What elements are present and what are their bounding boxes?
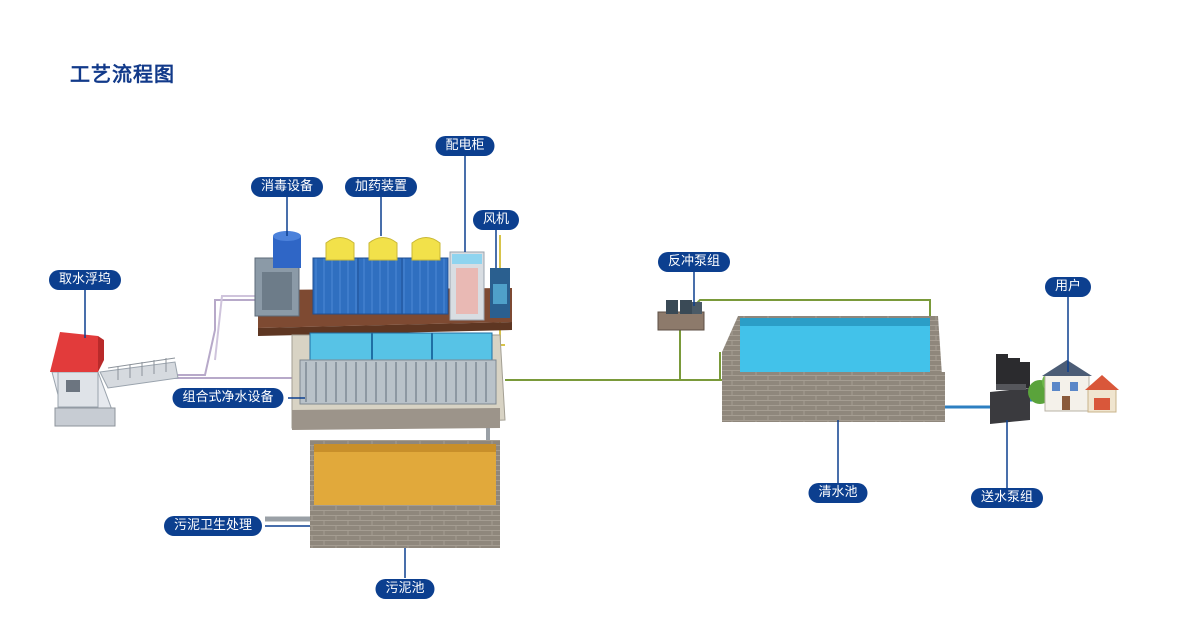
dosing-units [312, 237, 449, 315]
label-blower: 风机 [472, 210, 520, 230]
blower-unit [490, 268, 510, 318]
label-dosing-equipment: 加药装置 [344, 177, 418, 197]
purification-unit [291, 332, 506, 430]
page-title: 工艺流程图 [70, 62, 175, 86]
user-houses [1028, 360, 1119, 413]
delivery-pumps [990, 354, 1030, 424]
label-intake-pontoon: 取水浮坞 [48, 270, 122, 290]
label-backwash-pumps: 反冲泵组 [657, 252, 731, 272]
intake-pontoon [50, 332, 179, 427]
label-sludge-pool: 污泥池 [375, 579, 435, 599]
label-users: 用户 [1044, 277, 1092, 297]
label-delivery-pumps: 送水泵组 [970, 488, 1044, 508]
disinfection-unit [254, 231, 301, 317]
backwash-pumps [657, 300, 705, 331]
label-purification-equipment: 组合式净水设备 [172, 388, 284, 408]
clear-water-pool [722, 316, 945, 422]
sludge-pool [310, 440, 500, 548]
label-clear-water-pool: 清水池 [808, 483, 868, 503]
label-distribution-cabinet: 配电柜 [435, 136, 495, 156]
label-sludge-treatment: 污泥卫生处理 [163, 516, 263, 536]
label-disinfection-equipment: 消毒设备 [250, 177, 324, 197]
leader-lines [84, 155, 1069, 578]
distribution-cabinet [449, 251, 485, 321]
